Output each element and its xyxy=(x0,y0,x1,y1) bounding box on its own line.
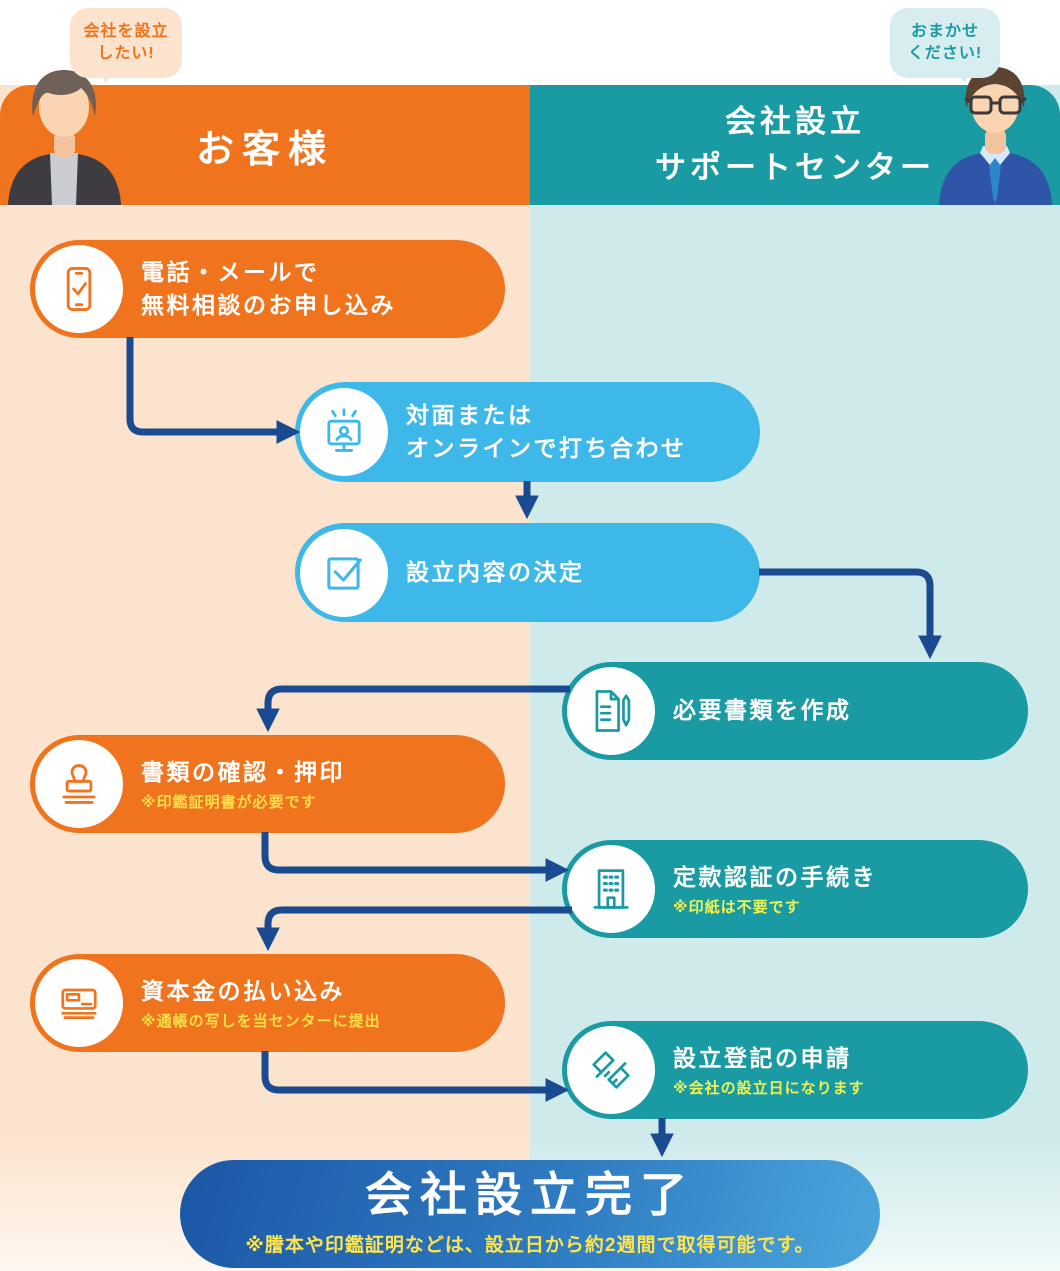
step-note: ※印紙は不要です xyxy=(673,899,801,917)
final-completion-note: ※謄本や印鑑証明などは、設立日から約2週間で取得可能です。 xyxy=(245,1234,815,1256)
step-phone-consult: 電話・メールで 無料相談のお申し込み xyxy=(30,240,505,338)
step-confirm-seal: 書類の確認・押印 ※印鑑証明書が必要です xyxy=(30,735,505,833)
step-create-documents-badge xyxy=(567,667,655,755)
step-phone-consult-badge xyxy=(35,245,123,333)
step-title: 定款認証の手続き xyxy=(673,863,877,890)
building-icon xyxy=(593,869,629,909)
step-registration-application-badge xyxy=(567,1026,655,1114)
step-confirm-seal-badge xyxy=(35,740,123,828)
step-meeting-badge xyxy=(300,388,388,476)
step-create-documents: 必要書類を作成 xyxy=(562,662,1028,760)
customer-speech-text: 会社を設立 したい! xyxy=(83,23,169,62)
step-title: 設立登記の申請 xyxy=(673,1044,852,1071)
final-completion-title: 会社設立完了 xyxy=(365,1170,695,1223)
step-articles-certification-badge xyxy=(567,845,655,933)
customer-avatar xyxy=(8,70,121,205)
step-articles-certification: 定款認証の手続き ※印紙は不要です xyxy=(562,840,1028,938)
handshake-icon xyxy=(592,1051,630,1089)
support-speech-bubble: おまかせ ください! xyxy=(890,8,1000,78)
step-title: 電話・メールで 無料相談のお申し込み xyxy=(141,258,396,318)
step-note: ※印鑑証明書が必要です xyxy=(141,794,317,812)
online-meeting-icon xyxy=(327,408,361,452)
stamp-icon xyxy=(62,764,96,804)
step-title: 対面または オンラインで打ち合わせ xyxy=(406,401,687,461)
step-title: 必要書類を作成 xyxy=(673,697,852,724)
step-registration-application: 設立登記の申請 ※会社の設立日になります xyxy=(562,1021,1028,1119)
support-speech-text: おまかせ ください! xyxy=(907,23,983,62)
step-decide-contents: 設立内容の決定 xyxy=(295,523,760,622)
checkbox-icon xyxy=(327,556,362,590)
document-pen-icon xyxy=(595,690,631,732)
customer-speech-bubble: 会社を設立 したい! xyxy=(70,8,182,78)
step-title: 書類の確認・押印 xyxy=(141,758,345,785)
final-completion-banner: 会社設立完了 ※謄本や印鑑証明などは、設立日から約2週間で取得可能です。 xyxy=(180,1160,880,1268)
step-meeting: 対面または オンラインで打ち合わせ xyxy=(295,382,760,482)
step-decide-contents-badge xyxy=(300,528,388,617)
support-header-title: 会社設立 サポートセンター xyxy=(655,103,935,186)
step-title: 資本金の払い込み xyxy=(141,977,345,1004)
step-note: ※会社の設立日になります xyxy=(673,1080,865,1098)
step-capital-payment-badge xyxy=(35,959,123,1047)
customer-header-title: お客様 xyxy=(195,128,334,171)
phone-check-icon xyxy=(66,267,92,311)
step-note: ※通帳の写しを当センターに提出 xyxy=(141,1013,381,1031)
step-title: 設立内容の決定 xyxy=(406,558,585,585)
bankbook-icon xyxy=(61,988,97,1019)
step-capital-payment: 資本金の払い込み ※通帳の写しを当センターに提出 xyxy=(30,954,505,1052)
